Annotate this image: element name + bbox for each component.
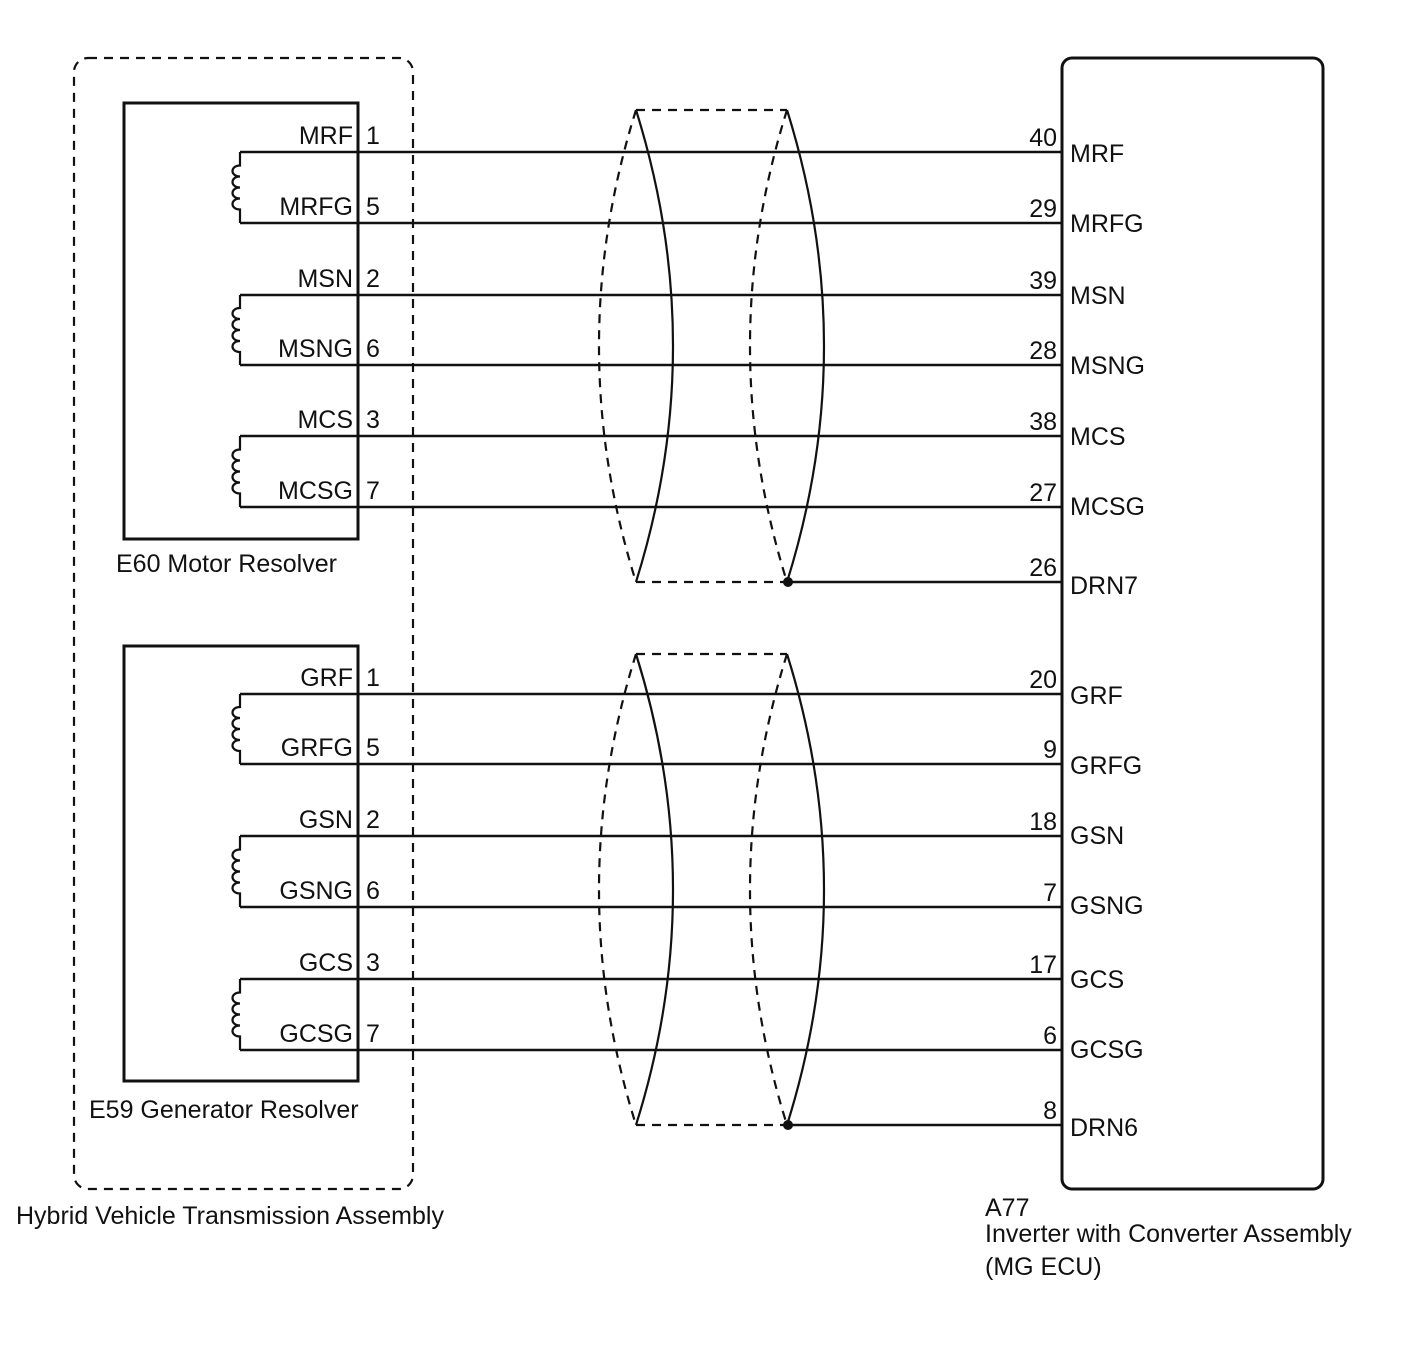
generator-resolver-box (122, 644, 360, 1083)
resolver-signal-label: MCS (297, 406, 353, 434)
resolver-signal-label: MRF (299, 122, 353, 150)
ecu-signal-label: GSN (1070, 822, 1124, 850)
resolver-pin-number: 7 (366, 1020, 380, 1048)
motor-shield-right-back (785, 109, 826, 583)
generator-resolver-caption: E59 Generator Resolver (89, 1096, 359, 1124)
ecu-pin-number: 7 (1043, 879, 1057, 907)
transmission-assembly-outline (72, 56, 415, 1191)
resolver-pin-number: 1 (366, 122, 380, 150)
resolver-signal-label: MSNG (278, 335, 353, 363)
ecu-sub: (MG ECU) (985, 1253, 1102, 1281)
resolver-coil (231, 694, 242, 764)
motor-shield (597, 108, 1062, 587)
ecu-signal-label: GRFG (1070, 752, 1142, 780)
ecu-pin-number: 28 (1029, 337, 1057, 365)
resolver-pin-number: 2 (366, 806, 380, 834)
ecu-pin-number: 29 (1029, 195, 1057, 223)
resolver-pin-number: 6 (366, 335, 380, 363)
ecu-signal-label: MSN (1070, 282, 1126, 310)
transmission-assembly-caption: Hybrid Vehicle Transmission Assembly (16, 1202, 444, 1230)
resolver-pin-number: 3 (366, 406, 380, 434)
ecu-signal-label: GRF (1070, 682, 1123, 710)
ecu-name: Inverter with Converter Assembly (985, 1220, 1352, 1248)
ecu-pin-number: 39 (1029, 267, 1057, 295)
ecu-box (1060, 56, 1325, 1191)
generator-shield-right-front (748, 653, 789, 1126)
resolver-coil (231, 979, 242, 1050)
motor-resolver-box (122, 101, 360, 541)
generator-shield-left-back (634, 653, 675, 1126)
ecu-signal-label: MSNG (1070, 352, 1145, 380)
motor-resolver-caption: E60 Motor Resolver (116, 550, 337, 578)
resolver-pin-number: 5 (366, 734, 380, 762)
resolver-signal-label: GCS (299, 949, 353, 977)
ecu-pin-number: 27 (1029, 479, 1057, 507)
motor-shield-left-back (634, 109, 675, 583)
motor-shield-left-front (597, 109, 638, 583)
ecu-pin-number: 9 (1043, 736, 1057, 764)
ecu-pin-number: 40 (1029, 124, 1057, 152)
motor-resolver: E60 Motor Resolver (116, 101, 360, 578)
resolver-pin-number: 3 (366, 949, 380, 977)
resolver-coil (231, 836, 242, 907)
resolver-signal-label: MRFG (279, 193, 353, 221)
ecu-pin-number: 18 (1029, 808, 1057, 836)
generator-drain-ecu-name: DRN6 (1070, 1114, 1138, 1142)
ecu-signal-label: GCSG (1070, 1036, 1144, 1064)
resolver-pin-number: 5 (366, 193, 380, 221)
generator-shield-right-back (785, 653, 826, 1126)
ecu-pin-number: 17 (1029, 951, 1057, 979)
resolver-signal-label: MCSG (278, 477, 353, 505)
resolver-pin-number: 7 (366, 477, 380, 505)
resolver-signal-label: GCSG (279, 1020, 353, 1048)
resolver-pin-number: 2 (366, 265, 380, 293)
resolver-coil (231, 152, 242, 223)
resolver-signal-label: GSN (299, 806, 353, 834)
ecu-signal-label: MCS (1070, 423, 1126, 451)
generator-drain-ecu-pin: 8 (1043, 1097, 1057, 1125)
motor-drain-ecu-name: DRN7 (1070, 572, 1138, 600)
resolver-signal-label: GRFG (281, 734, 353, 762)
resolver-signal-label: MSN (297, 265, 353, 293)
motor-shield-right-front (748, 109, 789, 583)
motor-drain-ecu-pin: 26 (1029, 554, 1057, 582)
ecu-signal-label: GSNG (1070, 892, 1144, 920)
resolver-pin-number: 1 (366, 664, 380, 692)
generator-shield (597, 652, 1062, 1130)
ecu-signal-label: GCS (1070, 966, 1124, 994)
resolver-pin-number: 6 (366, 877, 380, 905)
ecu-signal-label: MCSG (1070, 493, 1145, 521)
ecu-code: A77 (985, 1194, 1029, 1222)
resolver-coil (231, 295, 242, 365)
resolver-signal-label: GSNG (279, 877, 353, 905)
resolver-coil (231, 436, 242, 507)
ecu-pin-number: 20 (1029, 666, 1057, 694)
generator-resolver: E59 Generator Resolver (89, 644, 360, 1124)
ecu-signal-label: MRFG (1070, 210, 1144, 238)
ecu-pin-number: 6 (1043, 1022, 1057, 1050)
ecu-pin-number: 38 (1029, 408, 1057, 436)
ecu-signal-label: MRF (1070, 140, 1124, 168)
generator-shield-left-front (597, 653, 638, 1126)
resolver-signal-label: GRF (300, 664, 353, 692)
